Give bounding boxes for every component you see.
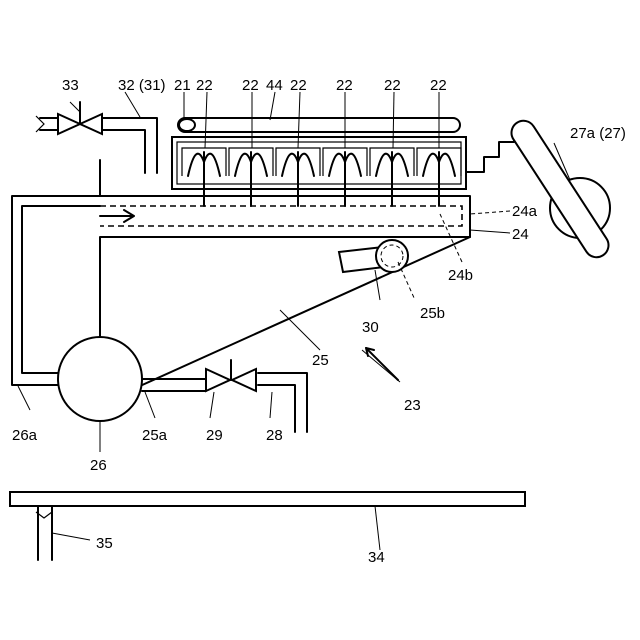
rod-21 — [178, 118, 460, 132]
label-25b: 25b — [420, 305, 445, 322]
base-34 — [10, 492, 525, 560]
label-22: 22 — [336, 77, 353, 94]
label-24: 24 — [512, 226, 529, 243]
label-24a: 24a — [512, 203, 538, 220]
label-25a: 25a — [142, 427, 168, 444]
label-25: 25 — [312, 352, 329, 369]
burner-30 — [339, 240, 408, 272]
label-26: 26 — [90, 457, 107, 474]
label-27a: 27a (27) — [570, 125, 626, 142]
label-22: 22 — [242, 77, 259, 94]
label-34: 34 — [368, 549, 385, 566]
label-28: 28 — [266, 427, 283, 444]
arrow-23 — [366, 348, 398, 380]
pump-26 — [12, 196, 142, 421]
label-30: 30 — [362, 319, 379, 336]
label-22: 22 — [196, 77, 213, 94]
tank-24 — [100, 160, 470, 386]
valve-33 — [58, 102, 102, 134]
label-32: 32 (31) — [118, 77, 166, 94]
label-29: 29 — [206, 427, 223, 444]
label-22: 22 — [430, 77, 447, 94]
label-35: 35 — [96, 535, 113, 552]
label-44: 44 — [266, 77, 283, 94]
label-26a: 26a — [12, 427, 38, 444]
label-33: 33 — [62, 77, 79, 94]
label-21: 21 — [174, 77, 191, 94]
valve-29 — [206, 360, 256, 391]
label-22: 22 — [384, 77, 401, 94]
label-24b: 24b — [448, 267, 473, 284]
label-23: 23 — [404, 397, 421, 414]
label-22: 22 — [290, 77, 307, 94]
